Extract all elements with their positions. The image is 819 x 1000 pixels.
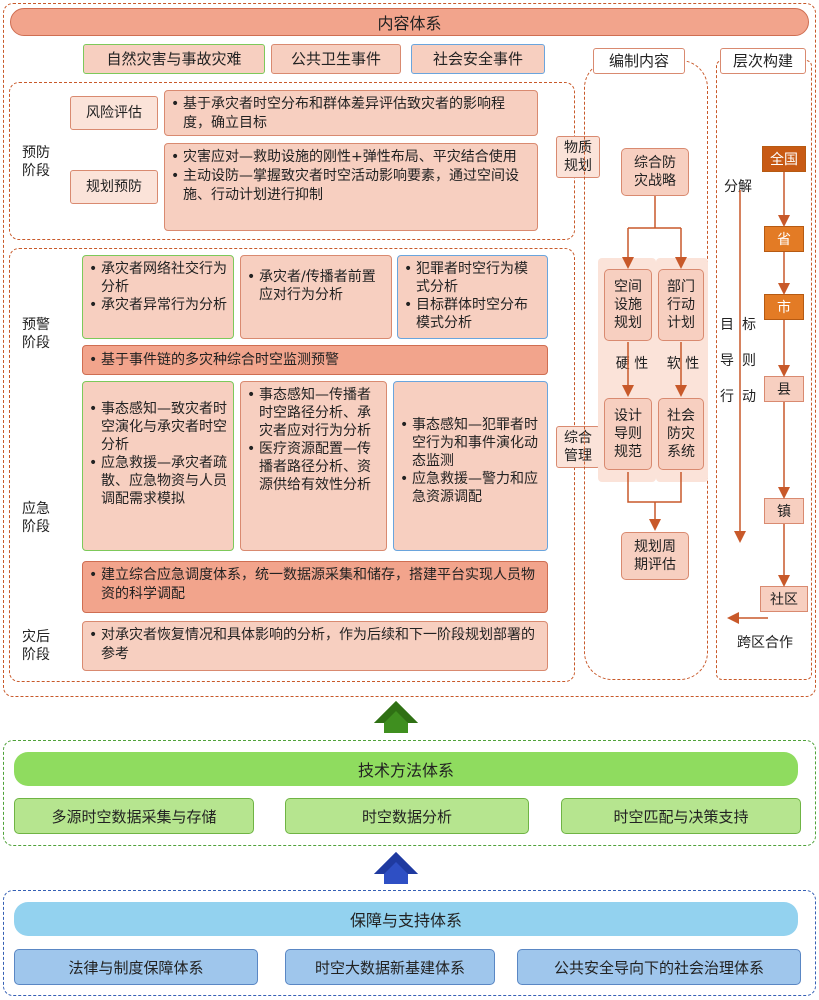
soft-label: 软 性 bbox=[666, 356, 700, 372]
emergency-box-social: 事态感知—犯罪者时空行为和事件演化动态监测 应急救援—警力和应急资源调配 bbox=[393, 381, 548, 551]
level-town: 镇 bbox=[764, 498, 804, 524]
hard-label: 硬 性 bbox=[615, 356, 649, 372]
planning-prevention-label: 规划预防 bbox=[70, 170, 158, 204]
tech-system-frame bbox=[3, 740, 816, 846]
level-city: 市 bbox=[764, 294, 804, 320]
tech-system-title: 技术方法体系 bbox=[14, 752, 798, 786]
emergency-stage-label: 应急阶段 bbox=[22, 501, 50, 535]
levels-title: 层次构建 bbox=[720, 48, 806, 74]
category-natural: 自然灾害与事故灾难 bbox=[83, 44, 265, 74]
category-social: 社会安全事件 bbox=[411, 44, 545, 74]
management-label: 综合管理 bbox=[556, 426, 600, 468]
warning-box-natural: 承灾者网络社交行为分析 承灾者异常行为分析 bbox=[82, 255, 234, 339]
arrow-up-green-icon bbox=[374, 701, 418, 733]
planning-prevention-text: 灾害应对—救助设施的刚性+弹性布局、平灾结合使用 主动设防—掌握致灾者时空活动影… bbox=[164, 143, 538, 231]
warning-box-health: 承灾者/传播者前置应对行为分析 bbox=[240, 255, 392, 339]
support-system-frame bbox=[3, 890, 816, 996]
goal-label-left: 目导行 bbox=[720, 317, 734, 405]
level-province: 省 bbox=[764, 226, 804, 252]
compile-title: 编制内容 bbox=[593, 48, 685, 74]
tech-item-collect: 多源时空数据采集与存储 bbox=[14, 798, 254, 834]
tech-item-decision: 时空匹配与决策支持 bbox=[561, 798, 801, 834]
social-system-box: 社会防灾系统 bbox=[658, 398, 704, 470]
support-item-infra: 时空大数据新基建体系 bbox=[285, 949, 495, 985]
plan-item-2: 主动设防—掌握致灾者时空活动影响要素，通过空间设施、行动计划进行抑制 bbox=[171, 167, 531, 205]
content-system-frame bbox=[3, 3, 816, 697]
strategy-box: 综合防灾战略 bbox=[621, 148, 689, 196]
prevention-stage-label: 预防阶段 bbox=[22, 145, 50, 179]
spatial-facility-box: 空间设施规划 bbox=[604, 269, 652, 341]
content-system-title: 内容体系 bbox=[10, 8, 809, 36]
support-system-title: 保障与支持体系 bbox=[14, 902, 798, 936]
level-county: 县 bbox=[764, 376, 804, 402]
emergency-box-health: 事态感知—传播者时空路径分析、承灾者应对行为分析 医疗资源配置—传播者路径分析、… bbox=[240, 381, 387, 551]
compile-arrows bbox=[622, 196, 687, 531]
level-national: 全国 bbox=[762, 146, 806, 172]
plan-item-1: 灾害应对—救助设施的刚性+弹性布局、平灾结合使用 bbox=[171, 148, 531, 167]
support-item-governance: 公共安全导向下的社会治理体系 bbox=[517, 949, 801, 985]
warning-stage-label: 预警阶段 bbox=[22, 317, 50, 351]
levels-arrows bbox=[727, 172, 790, 624]
post-bar: 对承灾者恢复情况和具体影响的分析，作为后续和下一阶段规划部署的参考 bbox=[82, 621, 548, 671]
emergency-bar: 建立综合应急调度体系，统一数据源采集和储存，搭建平台实现人员物资的科学调配 bbox=[82, 561, 548, 613]
decompose-label: 分解 bbox=[724, 179, 752, 195]
support-item-law: 法律与制度保障体系 bbox=[14, 949, 258, 985]
category-health: 公共卫生事件 bbox=[271, 44, 401, 74]
warning-box-social: 犯罪者时空行为模式分析 目标群体时空分布模式分析 bbox=[397, 255, 548, 339]
emergency-box-natural: 事态感知—致灾者时空演化与承灾者时空分析 应急救援—承灾者疏散、应急物资与人员调… bbox=[82, 381, 234, 551]
material-planning-label: 物质规划 bbox=[556, 136, 600, 178]
cross-region-label: 跨区合作 bbox=[737, 635, 793, 651]
risk-assessment-label: 风险评估 bbox=[70, 96, 158, 130]
tech-item-analysis: 时空数据分析 bbox=[285, 798, 529, 834]
post-stage-label: 灾后阶段 bbox=[22, 629, 50, 663]
department-action-box: 部门行动计划 bbox=[658, 269, 704, 341]
arrow-up-blue-icon bbox=[374, 852, 418, 884]
goal-label-right: 标则动 bbox=[742, 317, 756, 405]
warning-bar: 基于事件链的多灾种综合时空监测预警 bbox=[82, 345, 548, 375]
design-guideline-box: 设计导则规范 bbox=[604, 398, 652, 470]
risk-assessment-text: 基于承灾者时空分布和群体差异评估致灾者的影响程度，确立目标 bbox=[164, 90, 538, 136]
cycle-eval-box: 规划周期评估 bbox=[621, 532, 689, 580]
